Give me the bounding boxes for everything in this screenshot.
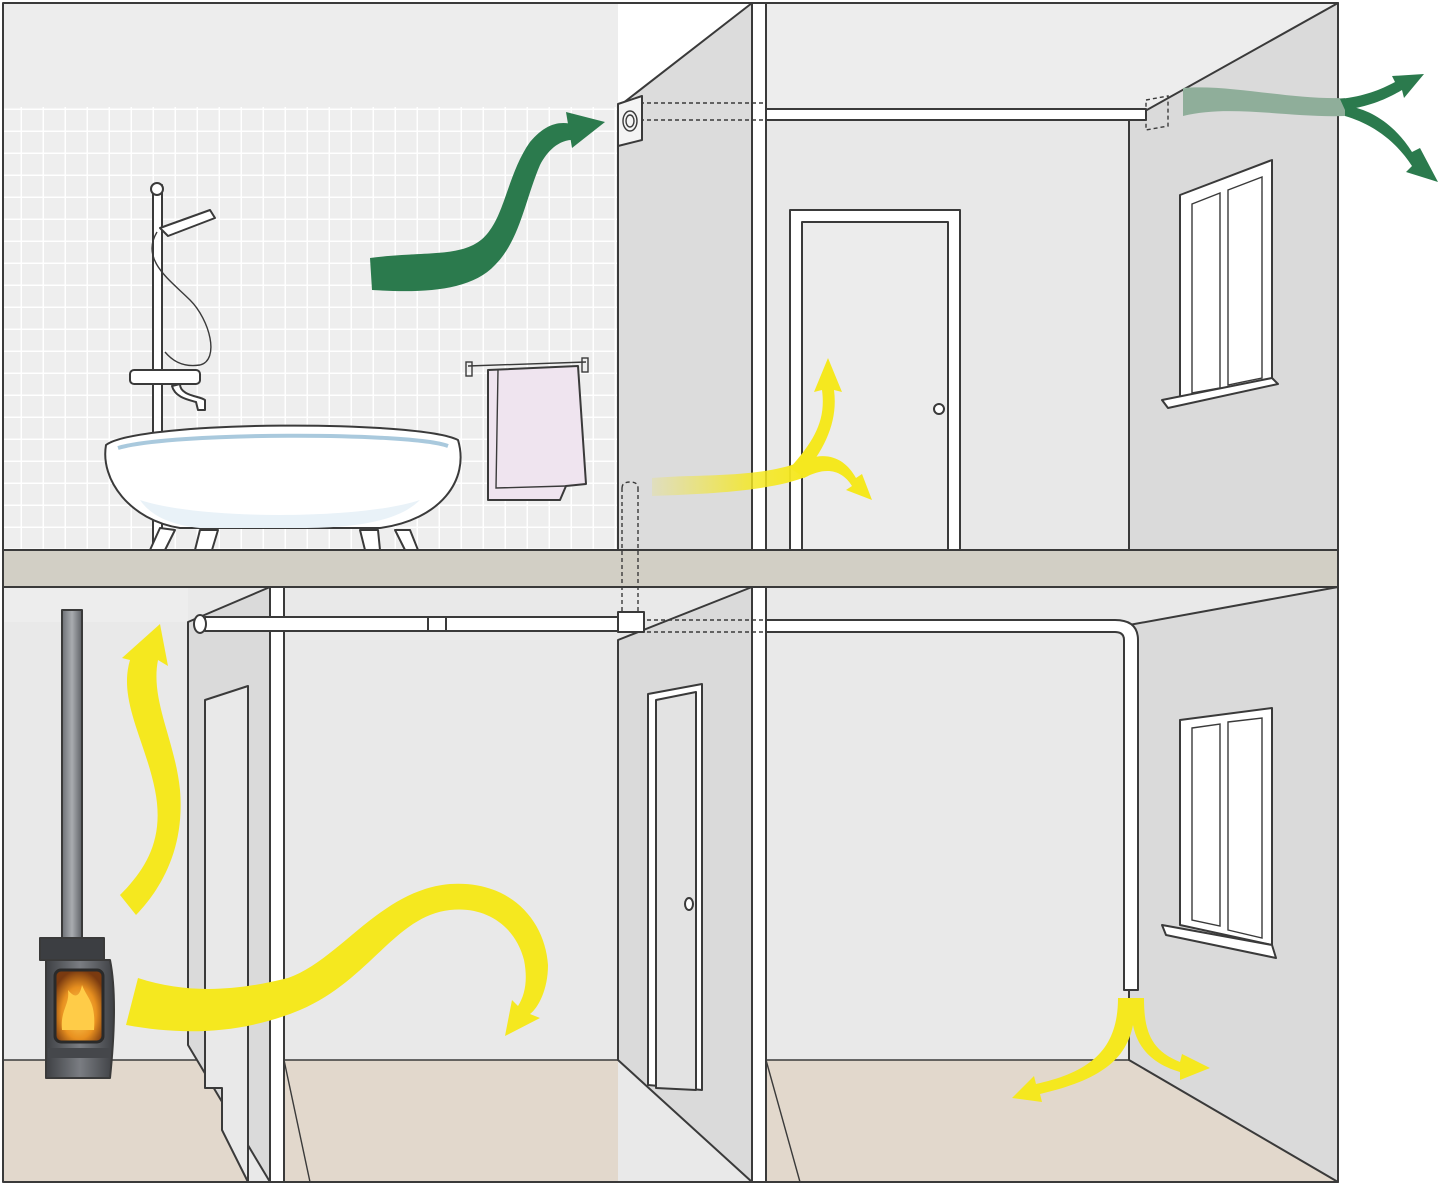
warm-air <box>126 883 548 1036</box>
warm-air <box>120 624 181 915</box>
chimney-pipe <box>61 609 83 941</box>
bathroom-side-wall <box>617 2 753 551</box>
towel-rail-icon <box>465 357 589 501</box>
room-floor <box>766 1060 1338 1182</box>
exhaust-air <box>1183 74 1438 182</box>
upstairs-door <box>789 209 961 551</box>
bathtub-icon <box>104 424 462 551</box>
upper-duct <box>640 95 1169 131</box>
hallway-floor <box>284 1060 618 1182</box>
warm-air <box>1012 998 1210 1102</box>
exhaust-fan-icon <box>617 95 643 147</box>
shower-icon <box>129 182 216 551</box>
wood-stove-icon <box>39 937 115 1079</box>
warm-air <box>652 358 872 500</box>
moist-air <box>370 112 605 292</box>
floor-slab <box>2 549 1339 588</box>
upstairs-window <box>1161 159 1279 409</box>
downstairs-window <box>1161 707 1277 959</box>
supply-vent-icon <box>193 614 207 634</box>
bathroom-ceiling <box>3 3 618 107</box>
lower-floor <box>2 586 1339 1183</box>
lower-duct <box>193 481 1139 991</box>
living-room-floor <box>3 1060 248 1182</box>
